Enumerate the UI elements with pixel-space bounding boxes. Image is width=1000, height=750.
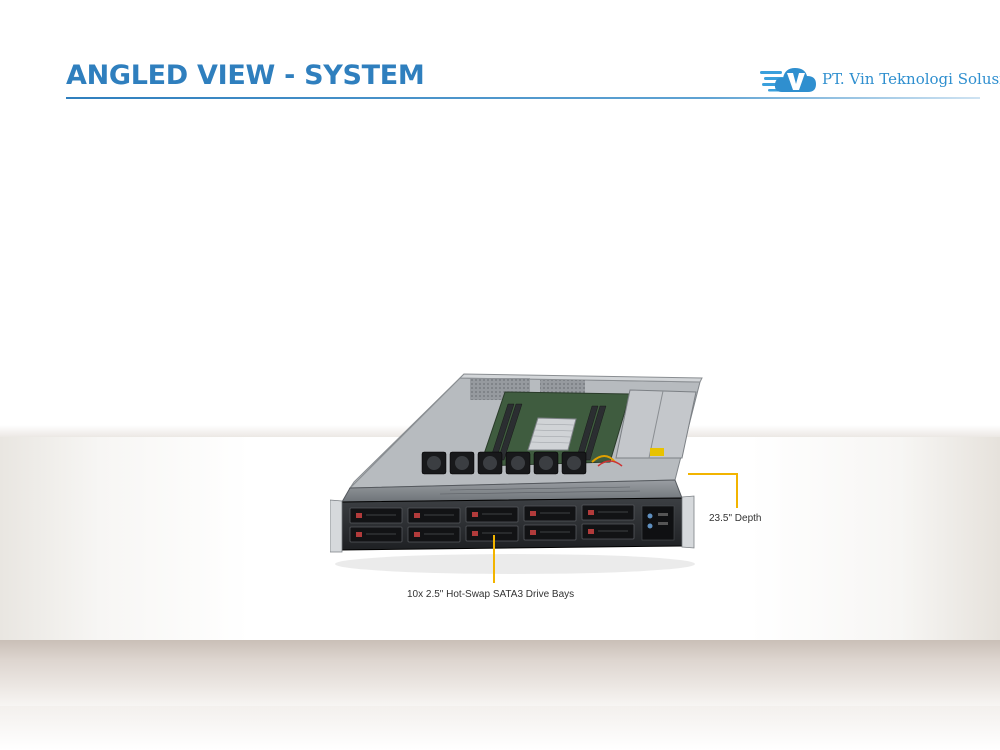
depth-label: 23.5" Depth xyxy=(709,513,762,524)
depth-callout-vertical xyxy=(736,473,738,508)
drive-bays-callout-line xyxy=(493,535,495,583)
drive-bays xyxy=(349,504,635,543)
background-band-fade xyxy=(0,706,1000,750)
slide-title: ANGLED VIEW - SYSTEM xyxy=(66,60,425,91)
cloud-v-logo-icon xyxy=(760,68,816,92)
server-illustration xyxy=(330,373,703,574)
company-name: PT. Vin Teknologi Solusi xyxy=(822,70,1000,88)
depth-callout-horizontal xyxy=(688,473,738,475)
background-band-dark xyxy=(0,640,1000,706)
title-underline xyxy=(66,97,980,99)
drive-bays-label: 10x 2.5" Hot-Swap SATA3 Drive Bays xyxy=(407,589,575,600)
company-logo: PT. Vin Teknologi Solusi xyxy=(760,62,1000,96)
